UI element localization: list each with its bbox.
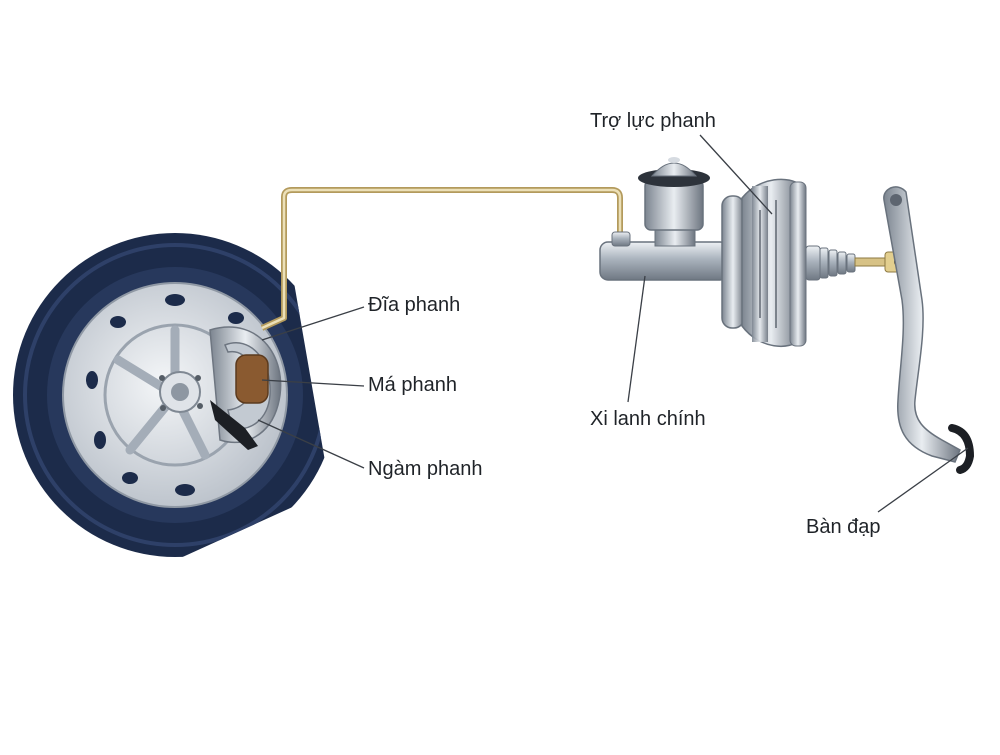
label-brake-pedal: Bàn đạp — [806, 516, 881, 538]
master-cylinder-shape — [599, 157, 729, 281]
leader-lines — [257, 134, 969, 513]
label-brake-disc: Đĩa phanh — [368, 294, 461, 316]
label-brake-booster: Trợ lực phanh — [590, 110, 716, 132]
label-brake-caliper: Ngàm phanh — [368, 458, 483, 480]
brake-booster-shape — [721, 178, 910, 347]
wheel — [13, 233, 330, 557]
brake-pedal-shape — [883, 186, 975, 474]
brake-pad-shape — [235, 354, 269, 404]
label-brake-pad: Má phanh — [368, 374, 457, 396]
label-master-cylinder: Xi lanh chính — [590, 408, 706, 430]
